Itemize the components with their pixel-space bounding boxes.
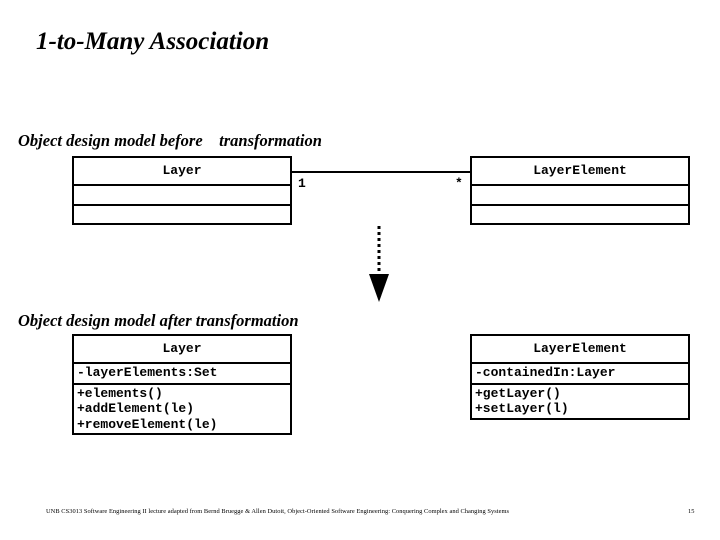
- uml-class-layer-after: Layer -layerElements:Set +elements() +ad…: [72, 334, 292, 435]
- uml-operation: +removeElement(le): [77, 416, 218, 432]
- footer-page-number: 15: [688, 508, 695, 515]
- uml-attribute: -layerElements:Set: [77, 365, 218, 380]
- uml-class-name: LayerElement: [533, 163, 627, 178]
- footer-attribution: UNB CS3013 Software Engineering II lectu…: [46, 508, 510, 515]
- uml-attribute: -containedIn:Layer: [475, 365, 616, 380]
- uml-operations-compartment: +elements() +addElement(le) +removeEleme…: [74, 382, 290, 435]
- uml-class-layer-before: Layer: [72, 156, 292, 225]
- uml-class-name: Layer: [162, 341, 202, 356]
- uml-operation: +setLayer(l): [475, 401, 569, 416]
- uml-attributes-compartment: -layerElements:Set: [74, 362, 290, 383]
- uml-operations-compartment: [74, 204, 290, 224]
- uml-attributes-compartment: [74, 184, 290, 204]
- uml-class-name: Layer: [162, 163, 202, 178]
- multiplicity-source: 1: [298, 176, 306, 191]
- uml-operations-compartment: +getLayer() +setLayer(l): [472, 382, 688, 419]
- uml-operation: +addElement(le): [77, 401, 195, 416]
- uml-class-layerelement-after: LayerElement -containedIn:Layer +getLaye…: [470, 334, 690, 420]
- uml-attributes-compartment: [472, 184, 688, 204]
- section-label-after: Object design model after transformation: [18, 311, 299, 330]
- dashed-down-arrow-icon: [369, 226, 389, 302]
- uml-class-name: LayerElement: [533, 341, 627, 356]
- uml-class-layerelement-before: LayerElement: [470, 156, 690, 225]
- uml-operation: +getLayer(): [475, 385, 561, 401]
- multiplicity-target: *: [455, 176, 463, 191]
- uml-attributes-compartment: -containedIn:Layer: [472, 362, 688, 383]
- uml-operation: +elements(): [77, 385, 163, 401]
- section-label-before: Object design model before transformatio…: [18, 131, 322, 150]
- association-line: [292, 171, 470, 173]
- page-title: 1-to-Many Association: [36, 28, 270, 55]
- uml-operations-compartment: [472, 204, 688, 224]
